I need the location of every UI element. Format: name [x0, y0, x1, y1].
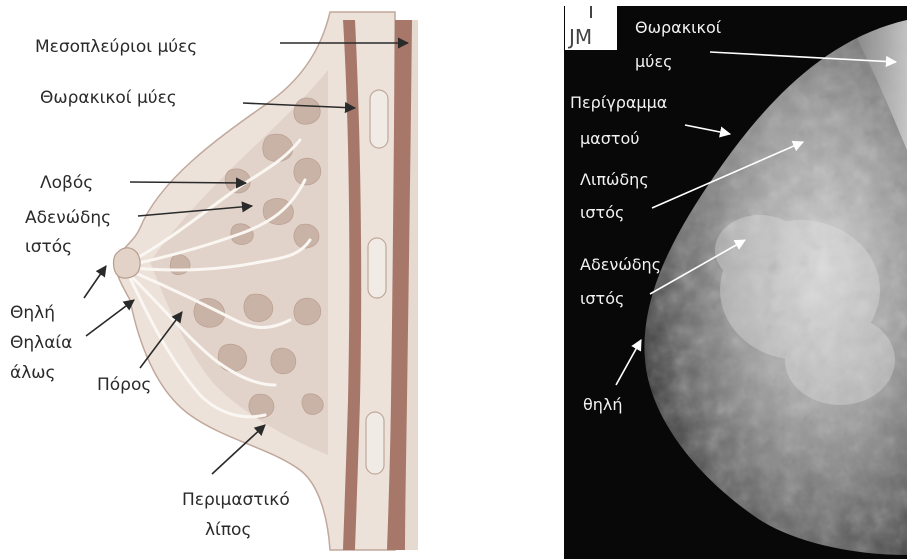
label-intercostal-muscles: Μεσοπλεύριοι μύες: [35, 37, 197, 57]
nipple-shape: [114, 248, 141, 278]
label-thoracic-muscles: Θωρακικοί μύες: [40, 88, 177, 108]
lobe: [244, 294, 273, 321]
mammogram-panel: JM Θωρακικοί μύες Περίγραμμα μαστού Λιπώ…: [564, 0, 907, 559]
label-thoracic-muscles-2: μύες: [635, 52, 672, 71]
rib: [366, 412, 384, 474]
label-glandular-tissue-2: ιστός: [580, 289, 624, 308]
arrow-nipple: [84, 266, 106, 298]
rib: [368, 238, 386, 298]
label-thoracic-muscles-1: Θωρακικοί: [635, 18, 722, 37]
lobe: [218, 344, 246, 371]
label-glandular-tissue-1: Αδενώδης: [580, 255, 661, 274]
label-glandular-tissue-1: Αδενώδης: [25, 208, 111, 228]
label-duct: Πόρος: [97, 375, 151, 395]
label-perimammary-fat-1: Περιμαστικό: [182, 490, 290, 510]
arrow-areola: [86, 300, 134, 336]
label-areola-1: Θηλαία: [10, 333, 72, 353]
marker-text: JM: [567, 25, 592, 49]
label-breast-outline-2: μαστού: [580, 129, 640, 148]
label-breast-outline-1: Περίγραμμα: [570, 93, 667, 112]
label-perimammary-fat-2: λίπος: [205, 520, 251, 540]
label-fatty-tissue-2: ιστός: [580, 203, 624, 222]
label-nipple: Θηλή: [10, 303, 55, 323]
label-glandular-tissue-2: ιστός: [25, 237, 72, 257]
arrow-lobe: [130, 182, 246, 183]
lobe: [294, 98, 320, 124]
label-areola-2: άλως: [10, 363, 55, 383]
lobe: [294, 298, 321, 325]
label-fatty-tissue-1: Λιπώδης: [580, 170, 649, 189]
rib: [370, 90, 388, 148]
lobe: [271, 348, 296, 374]
label-nipple: θηλή: [583, 395, 623, 414]
label-lobe: Λοβός: [40, 173, 93, 193]
breast-diagram: Μεσοπλεύριοι μύες Θωρακικοί μύες Λοβός Α…: [10, 12, 418, 550]
lobe: [294, 158, 321, 185]
lobe: [170, 255, 190, 275]
lobe: [263, 134, 293, 161]
